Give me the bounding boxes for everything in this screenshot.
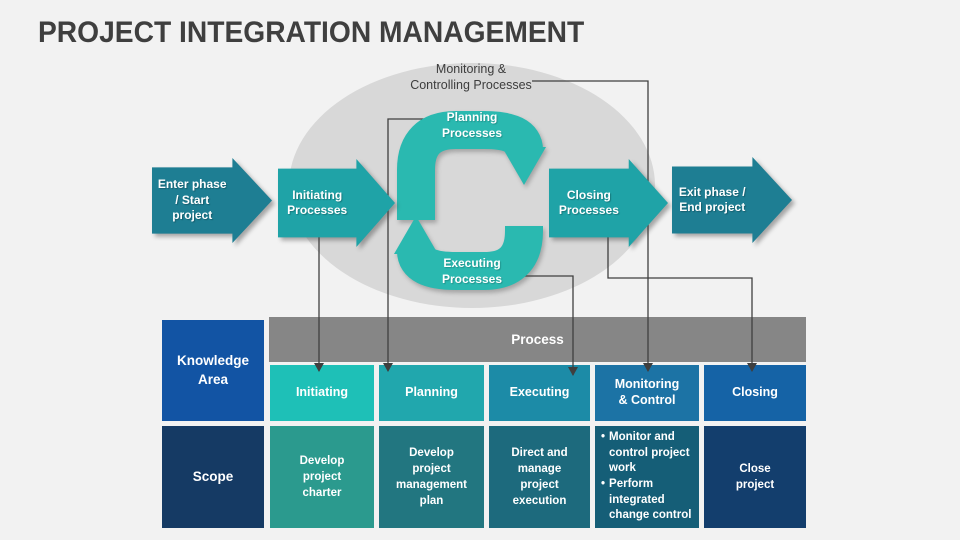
closing-processes-arrow-label: Closing Processes — [558, 187, 619, 217]
column-header-planning: Planning — [379, 365, 484, 421]
column-header-initiating: Initiating — [270, 365, 374, 421]
scope-cell-planning: Develop project management plan — [379, 426, 484, 528]
cycle-bottom-arrow — [394, 216, 543, 290]
monitoring-controlling-label: Monitoring & Controlling Processes — [410, 62, 532, 92]
planning-processes-label: Planning Processes — [441, 110, 503, 140]
page-title: PROJECT INTEGRATION MANAGEMENT — [38, 16, 585, 49]
process-header-bar: Process — [269, 317, 806, 362]
scope-cell-closing: Close project — [704, 426, 806, 528]
scope-bullet-item: •Monitor and control project work — [601, 431, 690, 475]
scope-cell-initiating: Develop project charter — [270, 426, 374, 528]
column-header-monitoring-control: Monitoring & Control — [595, 365, 699, 421]
enter-phase-arrow: Enter phase / Start project — [152, 158, 272, 243]
scope-bullet-item: •Perform integrated change control — [601, 478, 692, 522]
knowledge-area-header-cell: Knowledge Area — [162, 320, 264, 421]
executing-processes-label: Executing Processes — [441, 256, 503, 286]
connector-monitoring — [532, 80, 653, 372]
connector-closing — [607, 232, 757, 372]
initiating-processes-arrow: Initiating Processes — [278, 159, 395, 247]
closing-processes-arrow: Closing Processes — [549, 159, 668, 247]
process-cycle-diagram — [394, 111, 546, 290]
cycle-top-arrow — [397, 111, 546, 220]
exit-phase-arrow-label: Exit phase / End project — [678, 184, 746, 214]
column-header-closing: Closing — [704, 365, 806, 421]
initiating-processes-arrow-label: Initiating Processes — [287, 187, 348, 217]
scope-cell-executing: Direct and manage project execution — [489, 426, 590, 528]
connector-executing — [505, 275, 578, 376]
enter-phase-arrow-label: Enter phase / Start project — [157, 177, 227, 223]
scope-cell-monitoring-control: •Monitor and control project work•Perfor… — [595, 426, 699, 528]
scope-row-header-cell: Scope — [162, 426, 264, 528]
exit-phase-arrow: Exit phase / End project — [672, 157, 792, 243]
